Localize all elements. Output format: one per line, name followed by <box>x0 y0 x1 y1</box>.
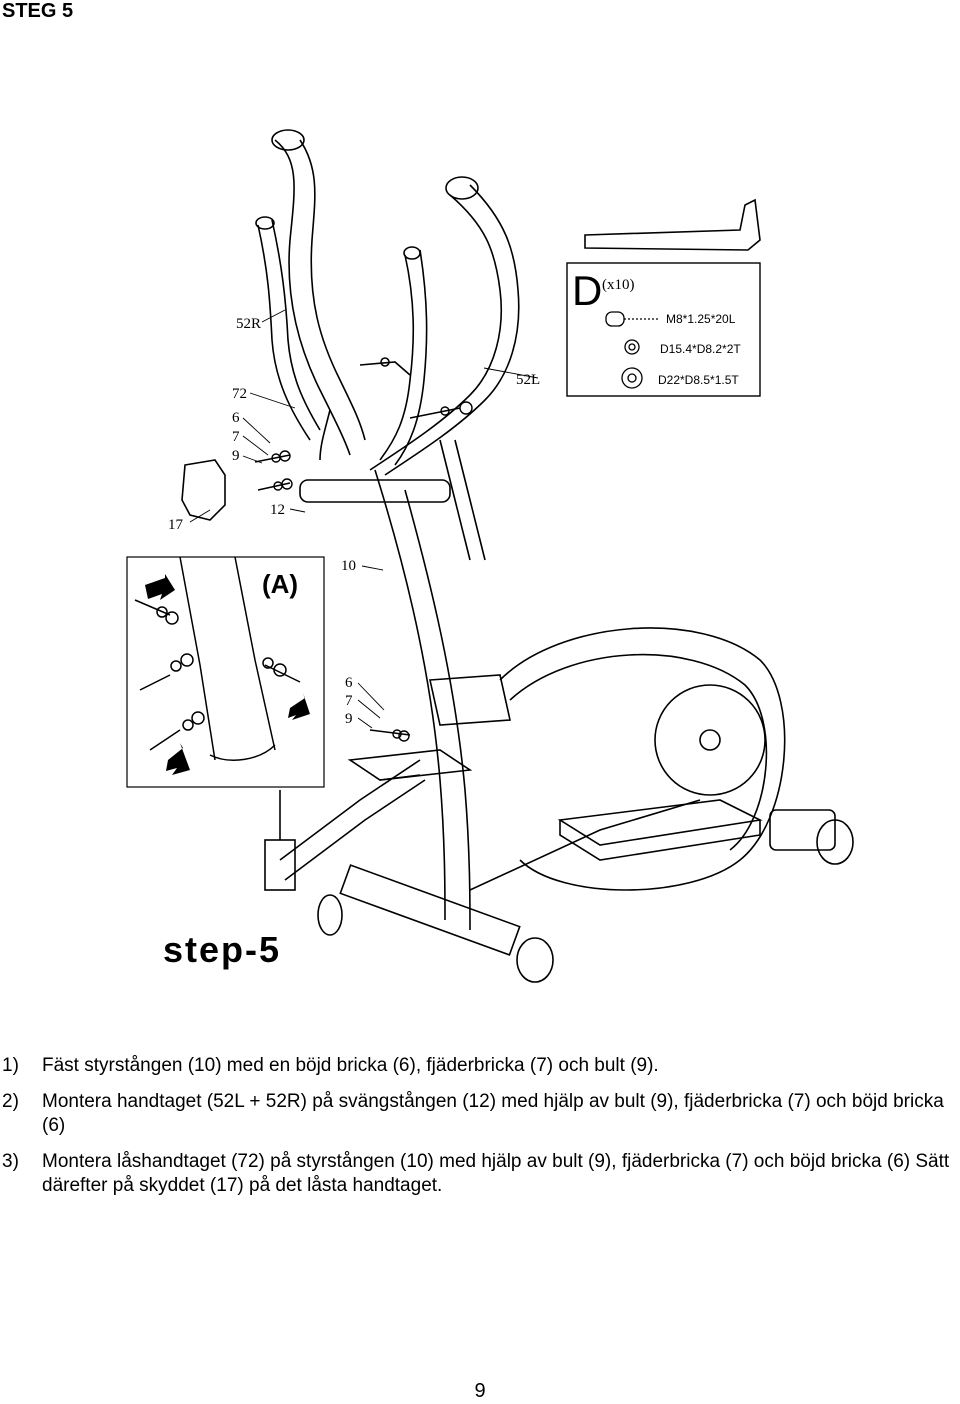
instruction-number: 2) <box>2 1091 19 1112</box>
label-6-top: 6 <box>232 410 240 426</box>
label-52L: 52L <box>516 372 540 388</box>
assembly-diagram: D (x10) M8*1.25*20L D15.4*D8.2*2T D22*D8… <box>0 100 960 1000</box>
instruction-text: Montera låshandtaget (72) på styrstången… <box>42 1151 950 1196</box>
hardware-box: D (x10) M8*1.25*20L D15.4*D8.2*2T D22*D8… <box>566 262 761 397</box>
hardware-letter: D <box>572 267 602 314</box>
detail-label: (A) <box>262 569 298 599</box>
label-10: 10 <box>341 558 356 574</box>
step-label: step-5 <box>163 929 281 970</box>
hardware-item-bolt: M8*1.25*20L <box>666 312 736 326</box>
instruction-number: 1) <box>2 1055 19 1076</box>
label-6-bottom: 6 <box>345 675 353 691</box>
instruction-item: 1) Fäst styrstången (10) med en böjd bri… <box>2 1054 957 1078</box>
instructions-list: 1) Fäst styrstången (10) med en böjd bri… <box>2 1054 957 1210</box>
hardware-item-curved-washer: D22*D8.5*1.5T <box>658 373 739 387</box>
label-72: 72 <box>232 386 247 402</box>
hardware-quantity: (x10) <box>602 277 635 293</box>
page-heading: STEG 5 <box>2 0 74 22</box>
label-7-bottom: 7 <box>345 693 353 709</box>
instruction-number: 3) <box>2 1151 19 1172</box>
label-52R: 52R <box>236 316 261 332</box>
label-9-bottom: 9 <box>345 711 353 727</box>
page-number: 9 <box>474 1380 486 1402</box>
instruction-item: 2) Montera handtaget (52L + 52R) på svän… <box>2 1090 957 1138</box>
label-12: 12 <box>270 502 285 518</box>
label-17: 17 <box>168 517 184 533</box>
instruction-text: Montera handtaget (52L + 52R) på svängst… <box>42 1091 944 1136</box>
hardware-item-spring-washer: D15.4*D8.2*2T <box>660 342 741 356</box>
assembly-illustration: D (x10) M8*1.25*20L D15.4*D8.2*2T D22*D8… <box>126 129 854 983</box>
label-9-top: 9 <box>232 448 240 464</box>
instruction-item: 3) Montera låshandtaget (72) på styrstån… <box>2 1150 957 1198</box>
detail-inset-a: (A) <box>126 556 325 788</box>
label-7-top: 7 <box>232 429 240 445</box>
instruction-text: Fäst styrstången (10) med en böjd bricka… <box>42 1055 659 1076</box>
